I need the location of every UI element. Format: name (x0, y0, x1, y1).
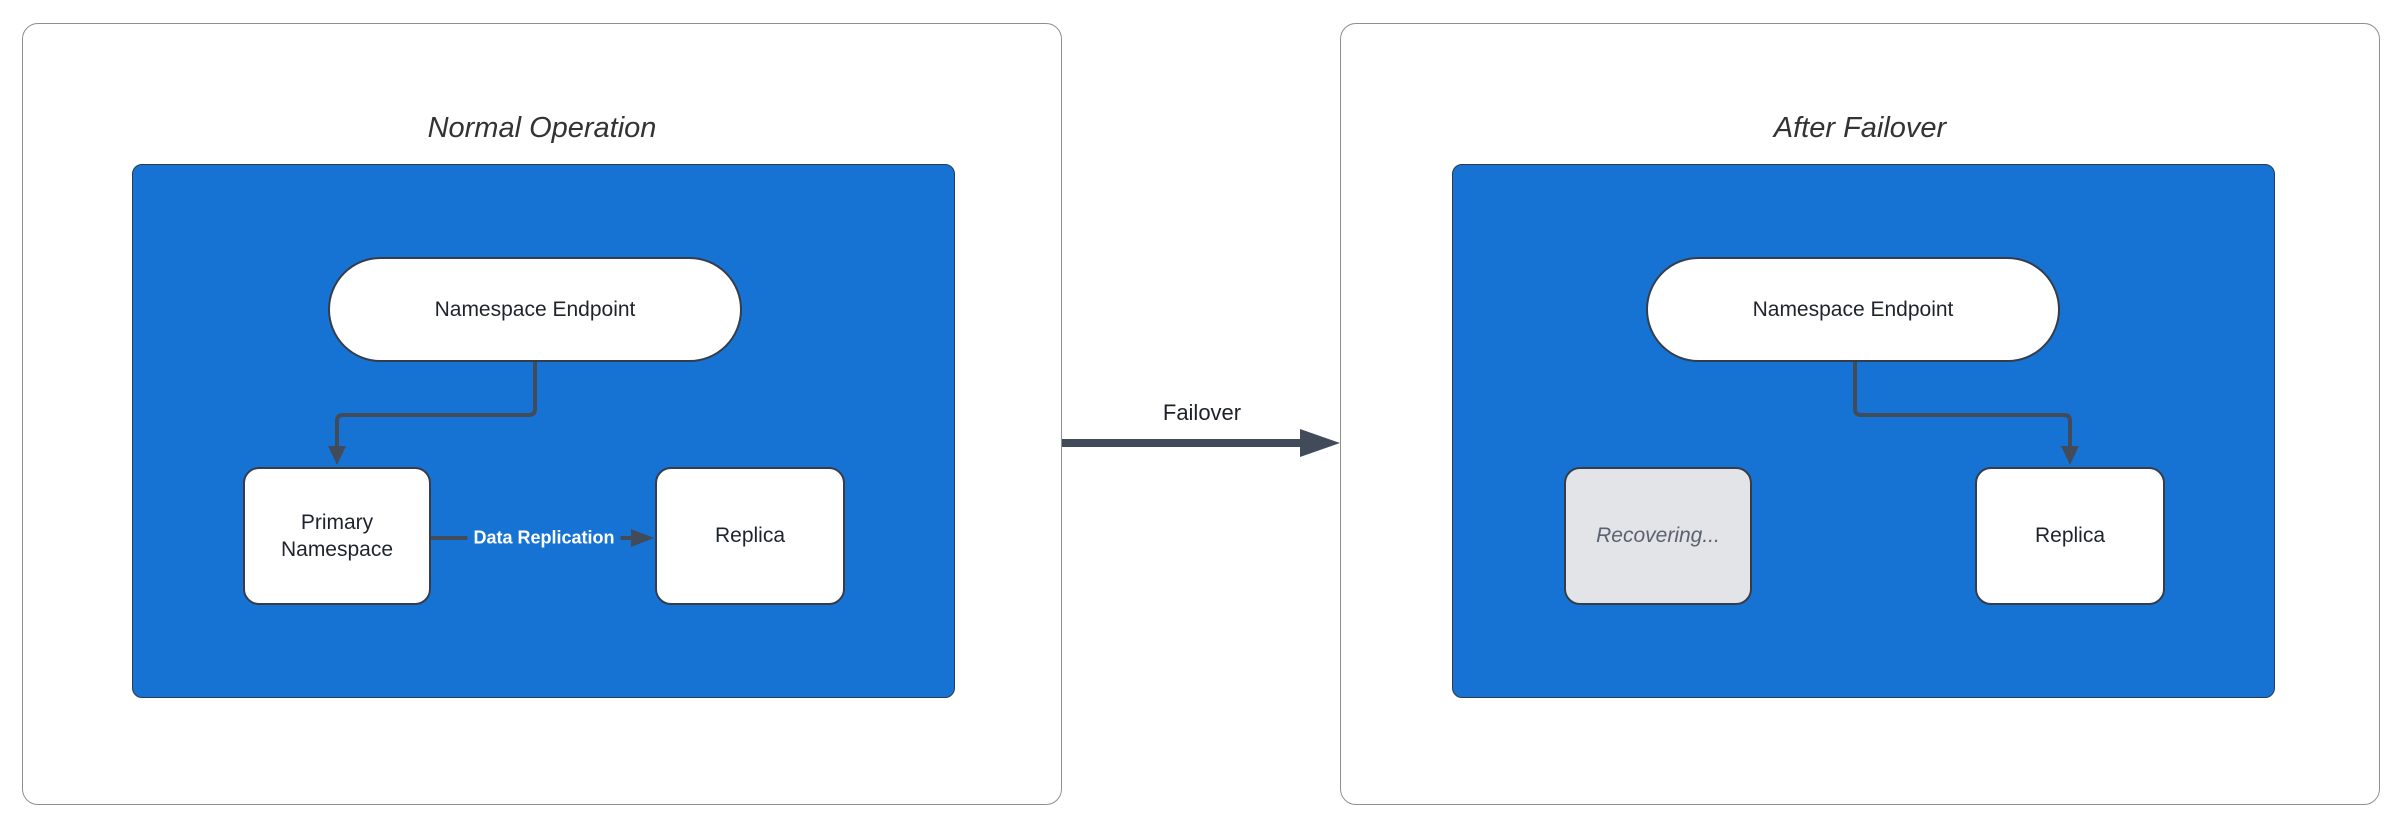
node-recovering-label: Recovering... (1596, 524, 1720, 548)
failover-arrowhead (1300, 429, 1340, 457)
connector-layer (328, 360, 654, 547)
data-replication-arrowhead (631, 529, 654, 547)
panel-after-failover: After Failover Namespace Endpoint Recove… (1340, 23, 2380, 805)
endpoint-to-replica-connector (1853, 360, 2072, 449)
namespace-cluster-failover: Namespace Endpoint Recovering... Replica (1452, 164, 2275, 698)
node-replica-normal-label: Replica (714, 524, 786, 548)
connector-layer (1853, 360, 2079, 465)
node-primary-namespace: Primary Namespace (243, 467, 431, 605)
panel-title-after-failover: After Failover (1773, 112, 1947, 144)
failover-arrow (1062, 429, 1340, 457)
panel-title-normal-operation: Normal Operation (427, 112, 657, 144)
namespace-cluster-normal: Namespace Endpoint Primary Namespace Rep… (132, 164, 955, 698)
endpoint-to-primary-arrowhead (328, 446, 346, 465)
node-replica-failover: Replica (1975, 467, 2165, 605)
data-replication-label: Data Replication (467, 526, 621, 550)
node-namespace-endpoint: Namespace Endpoint (328, 257, 742, 362)
node-namespace-endpoint-label: Namespace Endpoint (434, 297, 636, 321)
node-namespace-endpoint-label: Namespace Endpoint (1752, 297, 1954, 321)
node-primary-namespace-label: Primary Namespace (280, 510, 394, 561)
node-replica-normal: Replica (655, 467, 845, 605)
failover-label: Failover (1162, 400, 1242, 425)
panel-normal-operation: Normal Operation Namespace Endpoint Prim… (22, 23, 1062, 805)
endpoint-to-replica-arrowhead (2061, 446, 2079, 465)
node-namespace-endpoint: Namespace Endpoint (1646, 257, 2060, 362)
node-recovering: Recovering... (1564, 467, 1752, 605)
node-replica-failover-label: Replica (2034, 524, 2106, 548)
endpoint-to-primary-connector (335, 360, 537, 449)
